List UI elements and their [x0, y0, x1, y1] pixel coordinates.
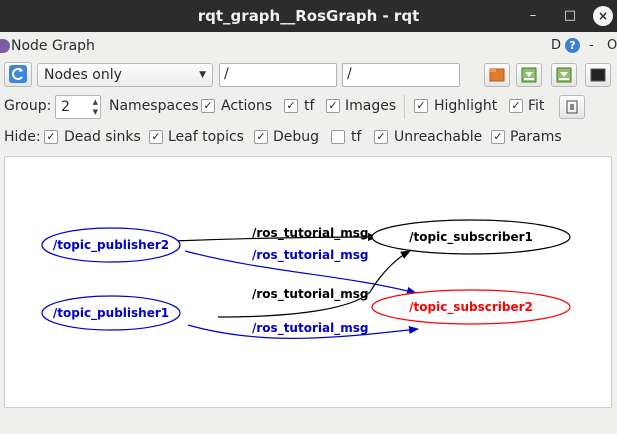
- highlight-label: Highlight: [434, 98, 498, 114]
- graph-mode-value: Nodes only: [44, 67, 122, 83]
- fit-checkbox[interactable]: ✓: [509, 99, 523, 113]
- window-title: rqt_graph__RosGraph - rqt: [197, 7, 420, 25]
- refresh-icon: [9, 65, 27, 83]
- node-label: /topic_subscriber2: [409, 300, 533, 315]
- debug-button[interactable]: D: [551, 38, 562, 53]
- edge-label: /ros_tutorial_msg: [252, 321, 368, 336]
- separator: [404, 95, 405, 119]
- node-topic-publisher2[interactable]: /topic_publisher2: [41, 227, 181, 263]
- graph-canvas[interactable]: /ros_tutorial_msg /ros_tutorial_msg /ros…: [4, 156, 612, 408]
- namespace-filter-input[interactable]: /: [219, 63, 337, 87]
- save-dot-button[interactable]: [516, 63, 542, 87]
- close-button[interactable]: ×: [593, 6, 613, 26]
- screen-icon: [590, 68, 606, 82]
- save-image-button[interactable]: [585, 63, 611, 87]
- save-image-icon: [556, 67, 572, 83]
- hide-label: Hide:: [4, 129, 41, 145]
- edge-pub2-sub2[interactable]: [184, 250, 417, 295]
- hide-tf-label: tf: [351, 129, 362, 145]
- window-titlebar: rqt_graph__RosGraph - rqt – □ ×: [0, 0, 617, 32]
- rqt-plugin-icon: [0, 39, 10, 53]
- node-topic-publisher1[interactable]: /topic_publisher1: [41, 295, 181, 331]
- debug-checkbox[interactable]: ✓: [254, 130, 268, 144]
- node-label: /topic_subscriber1: [409, 230, 533, 245]
- debug-label: Debug: [273, 129, 320, 145]
- node-topic-subscriber1[interactable]: /topic_subscriber1: [371, 219, 571, 255]
- edge-label: /ros_tutorial_msg: [252, 248, 368, 263]
- spin-down-icon[interactable]: ▼: [92, 108, 98, 116]
- group-label: Group:: [4, 98, 52, 114]
- dead-sinks-label: Dead sinks: [64, 129, 141, 145]
- tf-label: tf: [304, 98, 315, 114]
- leaf-topics-label: Leaf topics: [168, 129, 244, 145]
- graph-mode-select[interactable]: Nodes only ▼: [37, 63, 213, 87]
- node-graph: /ros_tutorial_msg /ros_tutorial_msg /ros…: [41, 219, 571, 339]
- tf-checkbox[interactable]: ✓: [284, 99, 298, 113]
- params-label: Params: [510, 129, 562, 145]
- chevron-down-icon: ▼: [199, 70, 206, 80]
- node-label: /topic_publisher1: [53, 306, 169, 321]
- minimize-plugin-button[interactable]: -: [589, 38, 594, 53]
- actions-label: Actions: [221, 98, 273, 114]
- maximize-button[interactable]: □: [563, 8, 577, 23]
- edge-label: /ros_tutorial_msg: [252, 287, 368, 302]
- node-topic-subscriber2[interactable]: /topic_subscriber2: [371, 289, 571, 325]
- refresh-button[interactable]: [4, 62, 32, 87]
- namespaces-label: Namespaces: [109, 98, 199, 114]
- hide-tf-checkbox[interactable]: [331, 130, 345, 144]
- topic-filter-input[interactable]: /: [342, 63, 460, 87]
- spin-up-icon[interactable]: ▲: [92, 98, 98, 106]
- folder-open-icon: [489, 68, 505, 82]
- images-label: Images: [345, 98, 397, 114]
- options-row: Group: 2 ▲ ▼ Namespaces ✓ Actions ✓ tf ✓…: [0, 95, 617, 119]
- fit-in-view-button[interactable]: [559, 95, 585, 119]
- edge-pub2-sub1[interactable]: [172, 233, 378, 242]
- fit-label: Fit: [528, 98, 545, 114]
- save-image-icon: [521, 67, 537, 83]
- plugin-title: Node Graph: [11, 38, 95, 54]
- edge-label: /ros_tutorial_msg: [252, 226, 368, 241]
- params-checkbox[interactable]: ✓: [491, 130, 505, 144]
- group-spinbox[interactable]: 2 ▲ ▼: [55, 95, 101, 119]
- help-icon[interactable]: ?: [565, 38, 580, 53]
- plugin-title-bar: Node Graph D ? - O: [0, 36, 617, 58]
- minimize-button[interactable]: –: [529, 8, 537, 23]
- unreachable-checkbox[interactable]: ✓: [374, 130, 388, 144]
- save-svg-button[interactable]: [551, 63, 577, 87]
- leaf-topics-checkbox[interactable]: ✓: [149, 130, 163, 144]
- group-value: 2: [61, 99, 70, 115]
- dead-sinks-checkbox[interactable]: ✓: [44, 130, 58, 144]
- unreachable-label: Unreachable: [394, 129, 483, 145]
- edge-pub1-sub2[interactable]: [187, 324, 419, 339]
- namespaces-checkbox[interactable]: ✓: [201, 99, 215, 113]
- images-checkbox[interactable]: ✓: [326, 99, 340, 113]
- load-dot-button[interactable]: [484, 63, 510, 87]
- highlight-checkbox[interactable]: ✓: [414, 99, 428, 113]
- edge-pub1-sub1[interactable]: [217, 250, 411, 318]
- hide-row: Hide: ✓ Dead sinks ✓ Leaf topics ✓ Debug…: [0, 126, 617, 150]
- toolbar: Nodes only ▼ / /: [0, 62, 617, 90]
- fit-view-icon: [566, 100, 578, 114]
- options-button[interactable]: O: [607, 38, 617, 53]
- node-label: /topic_publisher2: [53, 238, 169, 253]
